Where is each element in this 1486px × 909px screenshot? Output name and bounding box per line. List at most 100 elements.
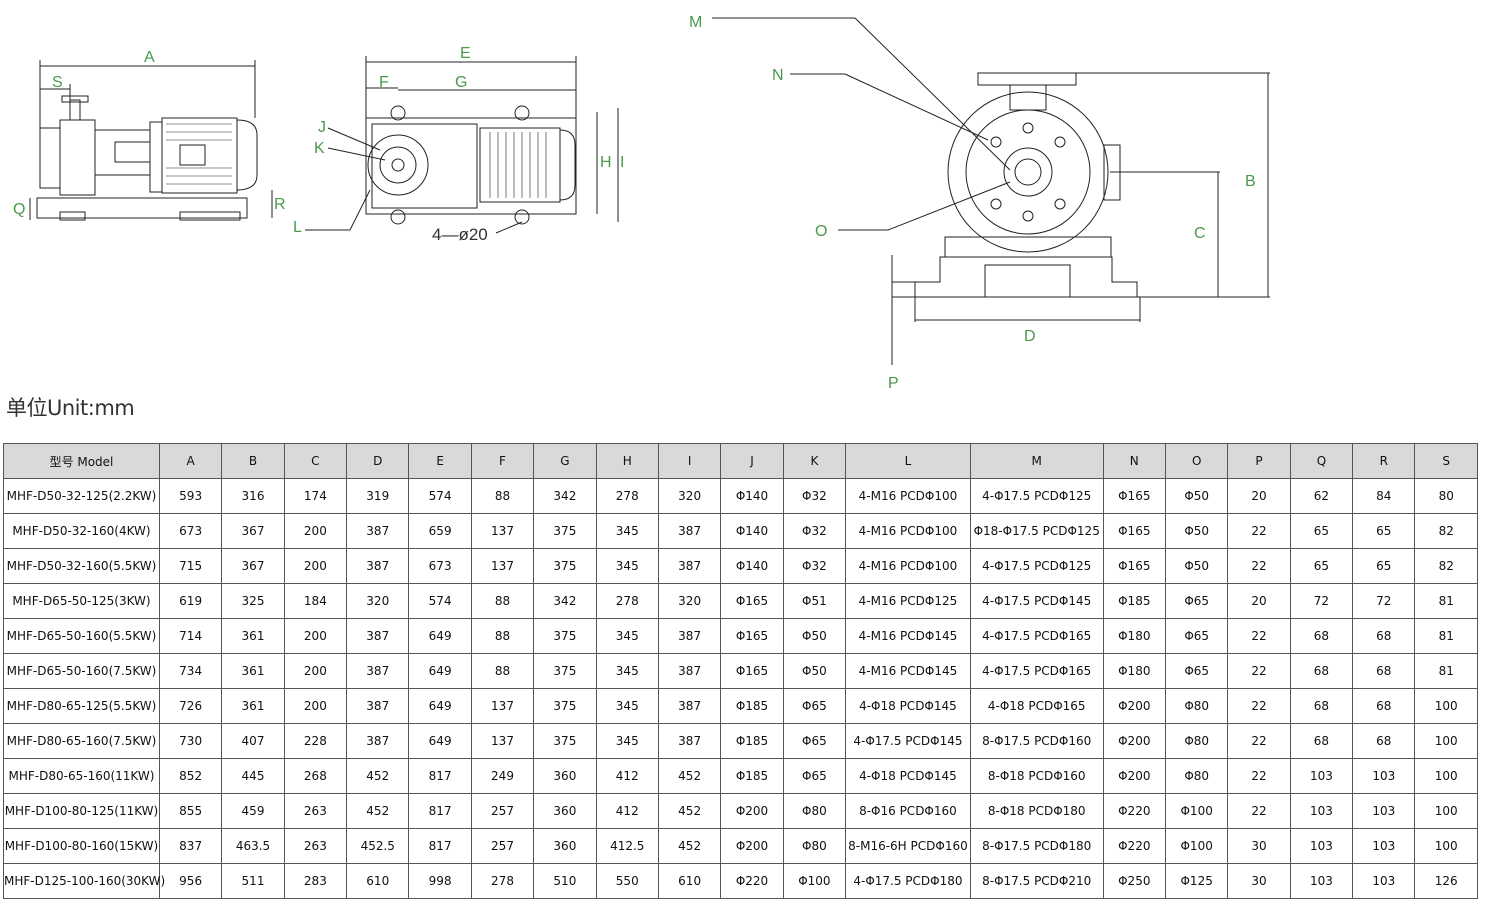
table-cell: Φ180 bbox=[1102, 618, 1166, 654]
table-cell: Φ250 bbox=[1102, 863, 1166, 899]
table-cell: 855 bbox=[158, 793, 223, 829]
table-cell: 387 bbox=[346, 618, 410, 654]
table-cell: 837 bbox=[158, 828, 223, 864]
table-cell: Φ200 bbox=[720, 793, 784, 829]
table-cell: 81 bbox=[1414, 618, 1478, 654]
table-cell: 200 bbox=[283, 653, 348, 689]
table-cell: 387 bbox=[657, 548, 722, 584]
table-cell: 283 bbox=[283, 863, 348, 899]
table-cell: 361 bbox=[221, 688, 285, 724]
dim-label-S: S bbox=[52, 74, 63, 91]
table-cell: Φ140 bbox=[720, 548, 784, 584]
table-cell: 649 bbox=[408, 688, 472, 724]
table-cell: 593 bbox=[158, 478, 223, 514]
table-cell: 345 bbox=[595, 513, 659, 549]
table-cell: 200 bbox=[283, 618, 348, 654]
table-cell: 68 bbox=[1352, 723, 1416, 759]
dim-label-G: G bbox=[455, 74, 467, 91]
column-header: D bbox=[346, 443, 410, 479]
dim-label-J: J bbox=[318, 119, 326, 136]
table-cell: 4-Φ18 PCDΦ165 bbox=[969, 688, 1104, 724]
dim-label-Q: Q bbox=[13, 201, 25, 218]
dim-label-E: E bbox=[460, 45, 471, 62]
table-cell: 257 bbox=[470, 828, 535, 864]
dim-label-D: D bbox=[1024, 328, 1036, 345]
table-cell: 88 bbox=[470, 583, 535, 619]
model-cell: MHF-D50-32-160(5.5KW) bbox=[3, 548, 160, 584]
table-cell: Φ165 bbox=[1102, 478, 1166, 514]
table-cell: 72 bbox=[1289, 583, 1354, 619]
table-cell: 184 bbox=[283, 583, 348, 619]
table-cell: 137 bbox=[470, 548, 535, 584]
column-header: M bbox=[969, 443, 1104, 479]
table-cell: 8-Φ17.5 PCDΦ210 bbox=[969, 863, 1104, 899]
table-cell: 68 bbox=[1352, 618, 1416, 654]
table-cell: 387 bbox=[657, 618, 722, 654]
table-cell: 673 bbox=[408, 548, 472, 584]
table-cell: 375 bbox=[533, 513, 597, 549]
table-cell: Φ32 bbox=[782, 513, 847, 549]
table-cell: 8-Φ17.5 PCDΦ160 bbox=[969, 723, 1104, 759]
column-header: E bbox=[408, 443, 472, 479]
table-cell: 387 bbox=[657, 688, 722, 724]
table-cell: Φ65 bbox=[782, 723, 847, 759]
table-cell: 360 bbox=[533, 828, 597, 864]
column-header: J bbox=[720, 443, 784, 479]
table-cell: Φ185 bbox=[720, 688, 784, 724]
table-cell: 4-Φ17.5 PCDΦ145 bbox=[969, 583, 1104, 619]
table-cell: 20 bbox=[1227, 478, 1291, 514]
table-cell: Φ80 bbox=[1164, 688, 1229, 724]
table-cell: 65 bbox=[1352, 513, 1416, 549]
dim-label-H: H bbox=[600, 154, 612, 171]
table-cell: 22 bbox=[1227, 653, 1291, 689]
column-header: R bbox=[1352, 443, 1416, 479]
table-cell: 345 bbox=[595, 688, 659, 724]
table-cell: 342 bbox=[533, 478, 597, 514]
table-cell: Φ50 bbox=[1164, 478, 1229, 514]
table-cell: 715 bbox=[158, 548, 223, 584]
table-cell: 103 bbox=[1352, 793, 1416, 829]
dim-label-C: C bbox=[1194, 225, 1206, 242]
table-cell: 4-Φ18 PCDΦ145 bbox=[845, 688, 971, 724]
table-cell: 345 bbox=[595, 653, 659, 689]
dim-label-I: I bbox=[620, 154, 624, 171]
table-cell: 817 bbox=[408, 758, 472, 794]
table-cell: 412 bbox=[595, 758, 659, 794]
table-cell: 550 bbox=[595, 863, 659, 899]
table-cell: 22 bbox=[1227, 688, 1291, 724]
model-cell: MHF-D80-65-125(5.5KW) bbox=[3, 688, 160, 724]
table-cell: 103 bbox=[1289, 828, 1354, 864]
table-cell: Φ50 bbox=[782, 653, 847, 689]
table-cell: 316 bbox=[221, 478, 285, 514]
table-cell: 956 bbox=[158, 863, 223, 899]
table-cell: Φ165 bbox=[720, 618, 784, 654]
table-cell: 852 bbox=[158, 758, 223, 794]
dim-label-F: F bbox=[379, 74, 389, 91]
table-cell: 22 bbox=[1227, 758, 1291, 794]
table-cell: 4-M16 PCDΦ145 bbox=[845, 618, 971, 654]
table-cell: Φ140 bbox=[720, 478, 784, 514]
model-cell: MHF-D65-50-125(3KW) bbox=[3, 583, 160, 619]
table-cell: 361 bbox=[221, 653, 285, 689]
column-header: B bbox=[221, 443, 285, 479]
table-cell: 268 bbox=[283, 758, 348, 794]
table-cell: 375 bbox=[533, 548, 597, 584]
table-cell: 345 bbox=[595, 723, 659, 759]
table-cell: 100 bbox=[1414, 828, 1478, 864]
table-cell: Φ220 bbox=[1102, 793, 1166, 829]
table-cell: 84 bbox=[1352, 478, 1416, 514]
table-cell: 4-M16 PCDΦ125 bbox=[845, 583, 971, 619]
table-cell: 4-M16 PCDΦ100 bbox=[845, 478, 971, 514]
dim-label-P: P bbox=[888, 375, 899, 392]
table-cell: 452 bbox=[346, 758, 410, 794]
table-cell: 68 bbox=[1352, 653, 1416, 689]
table-cell: Φ65 bbox=[1164, 583, 1229, 619]
table-cell: 726 bbox=[158, 688, 223, 724]
table-cell: Φ185 bbox=[720, 723, 784, 759]
